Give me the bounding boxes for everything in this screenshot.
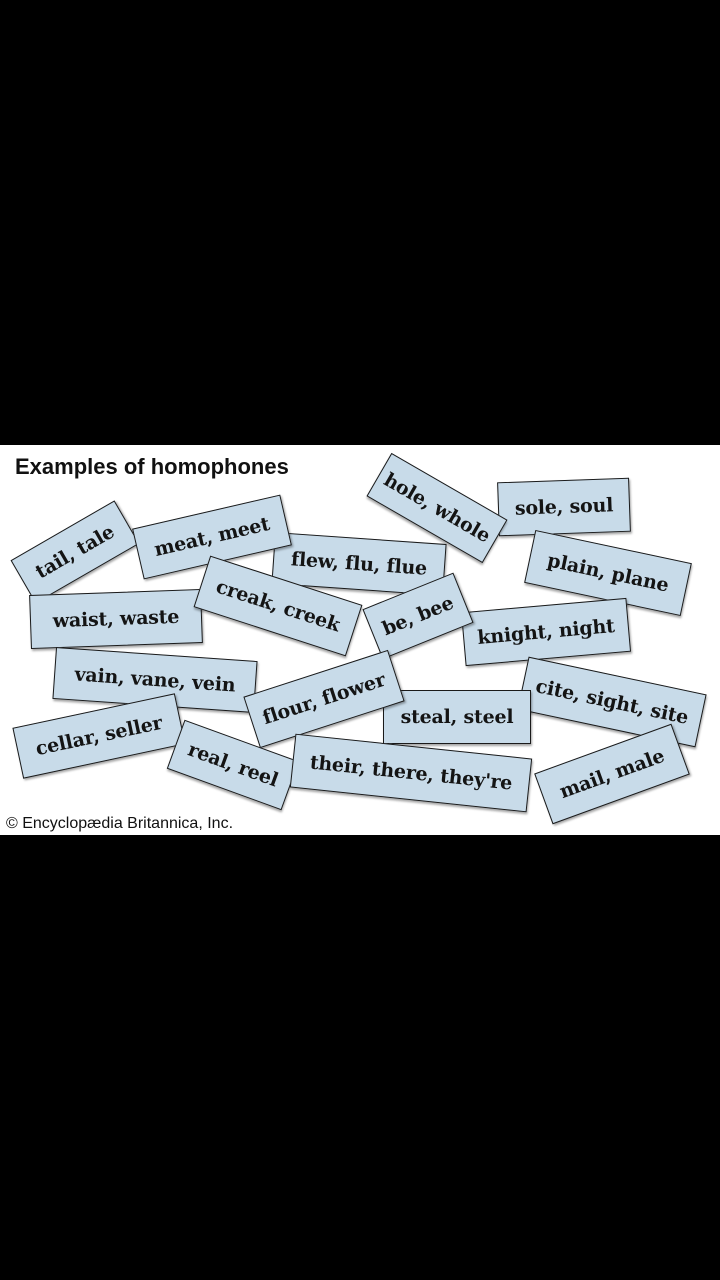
card-label: flew, flu, flue [290,548,428,580]
card-label: hole, whole [379,468,495,548]
card-label: tail, tale [31,520,119,584]
card-label: their, there, they're [308,751,514,795]
card-label: steal, steel [400,706,514,728]
card-cite-sight-site: cite, sight, site [517,656,707,748]
card-mail-male: mail, male [534,723,690,825]
card-label: flour, flower [259,668,389,730]
card-label: plain, plane [545,549,671,597]
card-label: real, reel [184,738,282,792]
card-knight-night: knight, night [460,597,632,667]
card-label: be, bee [379,591,457,641]
card-their-there-theyre: their, there, they're [289,733,533,813]
card-label: cellar, seller [33,711,165,761]
card-sole-soul: sole, soul [497,477,631,537]
figure-title: Examples of homophones [15,454,289,479]
card-cellar-seller: cellar, seller [12,693,186,779]
card-label: vain, vane, vein [73,663,237,697]
card-label: meat, meet [152,513,272,561]
homophones-figure: Examples of homophones tail, tale sole, … [0,445,720,835]
card-label: waist, waste [52,605,180,633]
card-waist-waste: waist, waste [29,589,203,649]
card-label: sole, soul [514,494,614,520]
copyright-credit: © Encyclopædia Britannica, Inc. [6,815,234,832]
card-tail-tale: tail, tale [10,500,140,604]
card-label: cite, sight, site [533,675,691,729]
card-label: mail, male [556,744,668,804]
card-steal-steel: steal, steel [383,690,531,744]
card-flour-flower: flour, flower [243,649,405,749]
card-label: knight, night [476,615,616,649]
